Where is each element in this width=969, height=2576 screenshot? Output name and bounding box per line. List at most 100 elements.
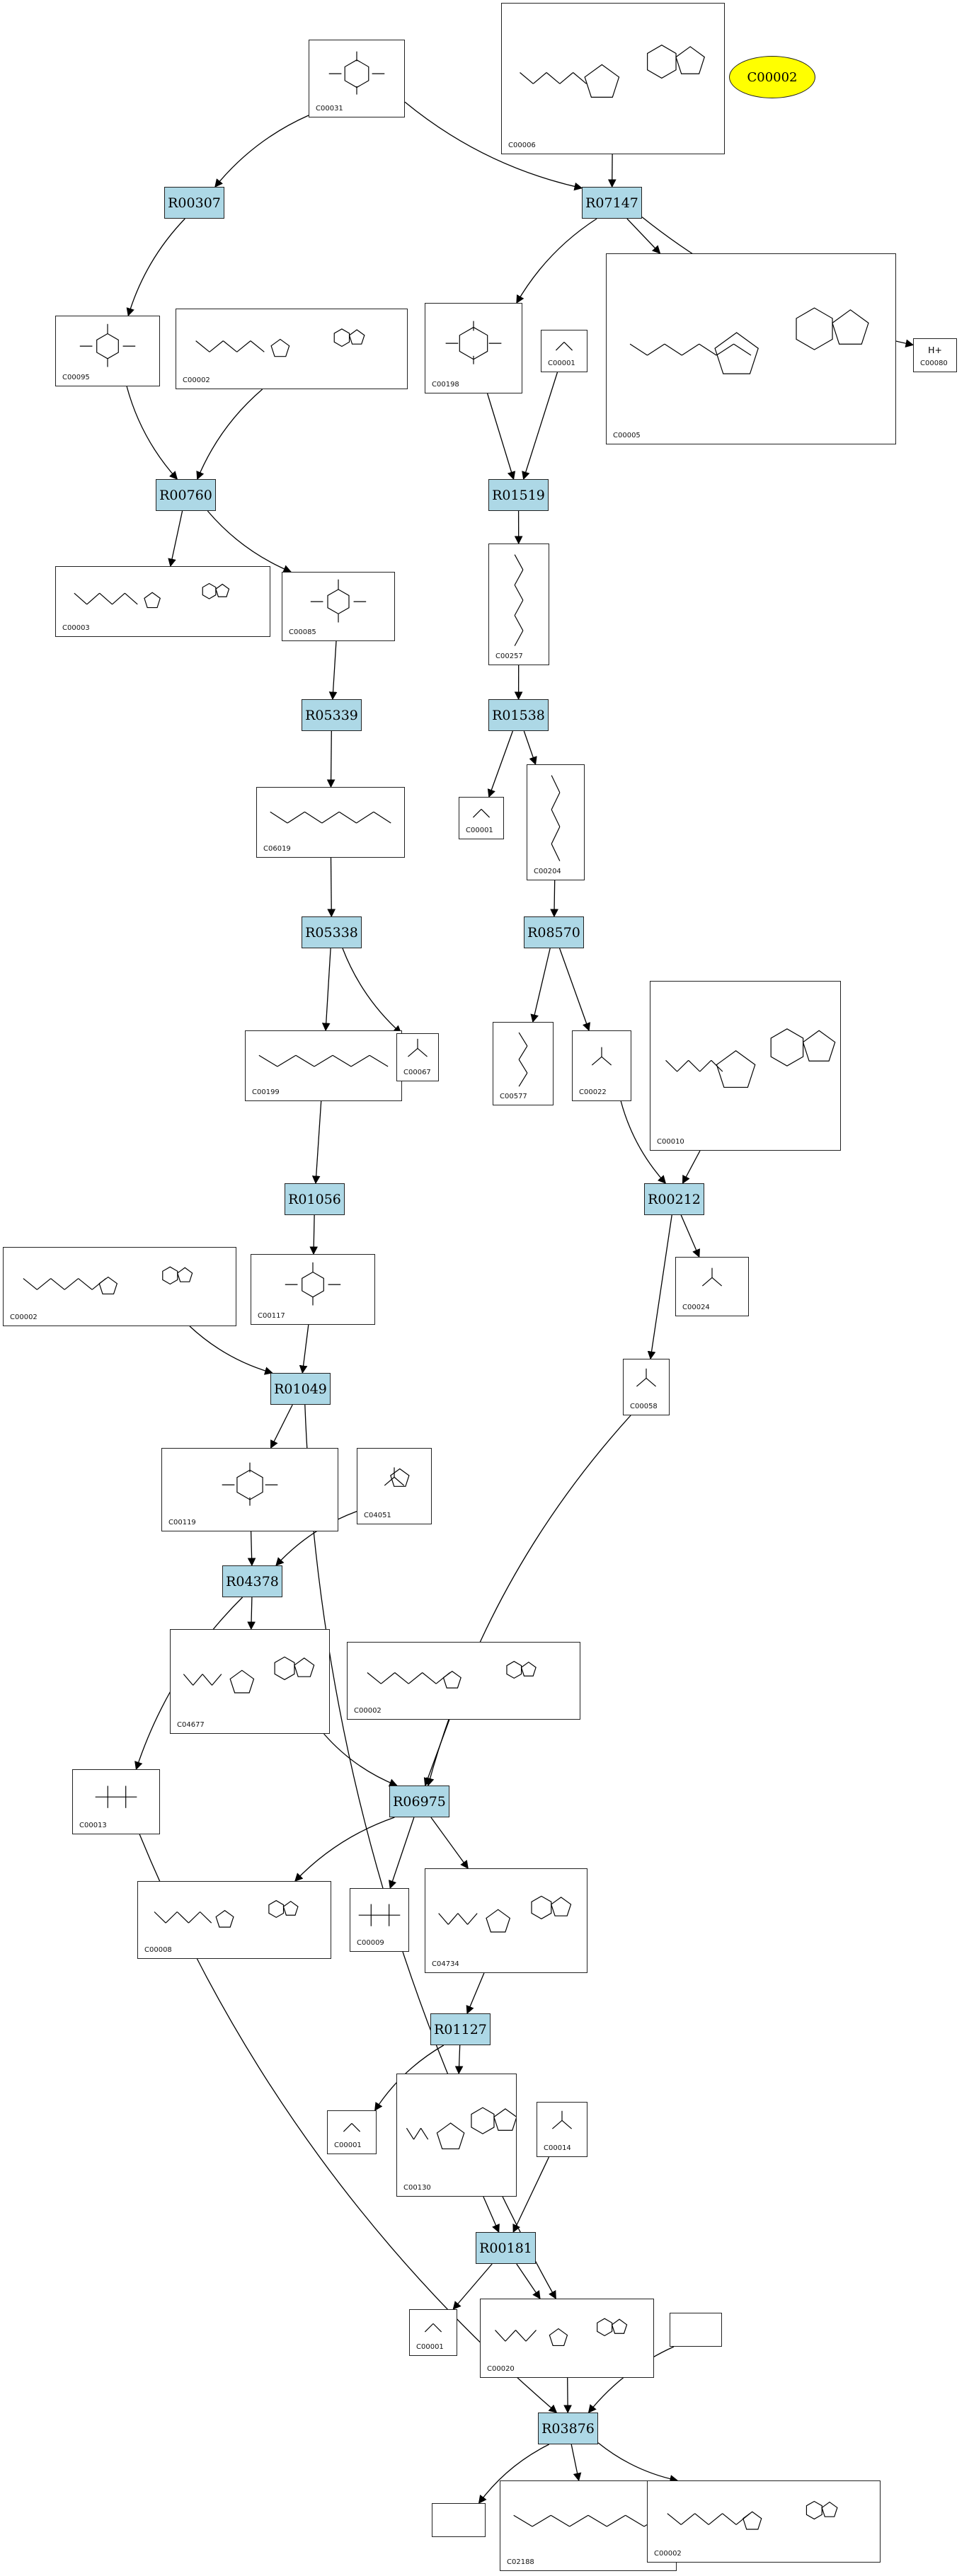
compound-c00006[interactable]: C00006 [501,3,725,154]
compound-c04734[interactable]: C04734 [425,1868,587,1973]
compound-c00008[interactable]: C00008 [137,1881,331,1959]
edge-R01538-to-c00204 [523,730,537,766]
edge-c04734-to-R01127 [466,1972,485,2015]
reaction-r07147[interactable]: R07147 [582,187,642,219]
compound-c00198[interactable]: C00198 [425,303,522,393]
compound-c00024[interactable]: C00024 [675,1257,749,1316]
compound-id-label: C00002 [354,1707,382,1715]
structure-icon [358,1904,401,1926]
compound-blank1[interactable] [670,2313,722,2347]
structure-icon [285,1262,341,1306]
reaction-r00760[interactable]: R00760 [156,479,216,511]
edge-R00760-to-c00003 [168,510,183,568]
edge-c04677-to-R06975 [323,1733,398,1787]
edge-R00181-to-c00020 [516,2263,541,2299]
compound-id-label: C00002 [183,376,210,384]
compound-c00257[interactable]: C00257 [488,544,549,665]
structure-icon [74,582,230,609]
reaction-r01519[interactable]: R01519 [488,479,549,511]
edge-c00001a-to-R01519 [522,372,558,481]
compound-c00199[interactable]: C00199 [245,1030,402,1101]
edge-R06975-to-c00009 [389,1817,415,1890]
compound-id-label: C00257 [495,652,523,660]
edge-R03876-to-c02188 [570,2444,582,2482]
compound-c00013[interactable]: C00013 [72,1769,160,1834]
edge-c00119-to-R04378 [247,1531,256,1567]
reaction-r08570[interactable]: R08570 [524,916,584,948]
edge-R05338-to-c00199 [321,948,331,1032]
compound-c00001a[interactable]: C00001 [541,330,587,372]
compound-c00080[interactable]: H+C00080 [913,338,957,372]
edge-R00307-to-c00095 [126,218,185,317]
compound-c00117[interactable]: C00117 [251,1254,375,1325]
edge-R08570-to-c00577 [530,948,551,1023]
compound-id-label: C00204 [534,868,561,875]
reaction-r00181[interactable]: R00181 [476,2232,536,2264]
edge-c00117-to-R01049 [299,1324,309,1374]
edge-c00031-to-R00307 [214,115,309,188]
structure-icon [258,1054,389,1067]
compound-c00001d[interactable]: C00001 [409,2309,457,2356]
compound-c00005[interactable]: C00005 [606,253,896,444]
edge-c00095-to-R00760 [126,386,178,480]
compound-id-label: C00013 [79,1822,107,1829]
compound-c00085[interactable]: C00085 [282,572,395,641]
compound-c06019[interactable]: C06019 [256,787,405,858]
edge-R00181-to-c00001d [452,2263,493,2310]
structure-icon [79,323,136,367]
compound-c00014[interactable]: C00014 [537,2102,587,2157]
compound-c00001c[interactable]: C00001 [327,2110,377,2154]
compound-c04677[interactable]: C04677 [170,1629,330,1734]
reaction-r04378[interactable]: R04378 [222,1565,282,1597]
edge-c00002b-to-R01049 [189,1326,273,1375]
reaction-r01056[interactable]: R01056 [285,1183,345,1215]
compound-c00095[interactable]: C00095 [55,316,160,386]
structure-icon [445,321,502,364]
compound-c00577[interactable]: C00577 [493,1022,554,1105]
structure-icon [406,2107,516,2150]
compound-c00003[interactable]: C00003 [55,566,270,637]
reaction-r06975[interactable]: R06975 [389,1786,449,1817]
edge-R03876-to-blank2 [478,2444,549,2504]
compound-c00130[interactable]: C00130 [396,2074,517,2197]
reaction-r00307[interactable]: R00307 [164,187,224,219]
compound-c00058[interactable]: C00058 [623,1359,670,1415]
compound-c00001b[interactable]: C00001 [459,797,504,839]
compound-id-label: C00031 [316,105,343,113]
reaction-r00212[interactable]: R00212 [644,1183,704,1215]
edge-R04378-to-c04677 [247,1597,256,1631]
structure-icon [183,1656,315,1694]
compound-c00204[interactable]: C00204 [527,764,585,880]
compound-id-label: C04677 [177,1721,205,1729]
structure-icon [472,809,491,818]
compound-c00002a[interactable]: C00002 [176,309,408,389]
compound-c00067[interactable]: C00067 [396,1033,439,1081]
compound-c00119[interactable]: C00119 [161,1448,338,1531]
compound-id-label: C00199 [252,1088,280,1096]
reaction-r03876[interactable]: R03876 [538,2413,598,2444]
edge-R01127-to-c00130 [454,2045,464,2075]
highlight-compound-c00002[interactable]: C00002 [729,56,815,98]
compound-c00010[interactable]: C00010 [650,981,841,1151]
reaction-r05339[interactable]: R05339 [302,699,362,731]
compound-c00022[interactable]: C00022 [572,1030,631,1101]
reaction-r01538[interactable]: R01538 [488,699,549,731]
compound-c04051[interactable]: C04051 [357,1448,432,1524]
compound-id-label: C00119 [168,1519,196,1526]
reaction-r01049[interactable]: R01049 [270,1373,331,1405]
reaction-r01127[interactable]: R01127 [430,2013,491,2045]
compound-blank2[interactable] [432,2503,486,2537]
structure-icon [667,2500,838,2530]
reaction-r05338[interactable]: R05338 [302,916,362,948]
compound-c00031[interactable]: C00031 [309,40,405,117]
compound-c00002b[interactable]: C00002 [3,1247,236,1326]
compound-c00020[interactable]: C00020 [480,2299,654,2378]
compound-c00002c[interactable]: C00002 [347,1642,580,1720]
compound-c00009[interactable]: C00009 [350,1888,409,1952]
svg-text:H+: H+ [928,345,942,355]
edge-R03876-to-c00002d [597,2442,679,2483]
structure-icon [222,1462,278,1506]
edge-c00085-to-R05339 [328,640,338,701]
compound-c00002d[interactable]: C00002 [647,2480,881,2563]
compound-id-label: C00022 [579,1088,607,1096]
